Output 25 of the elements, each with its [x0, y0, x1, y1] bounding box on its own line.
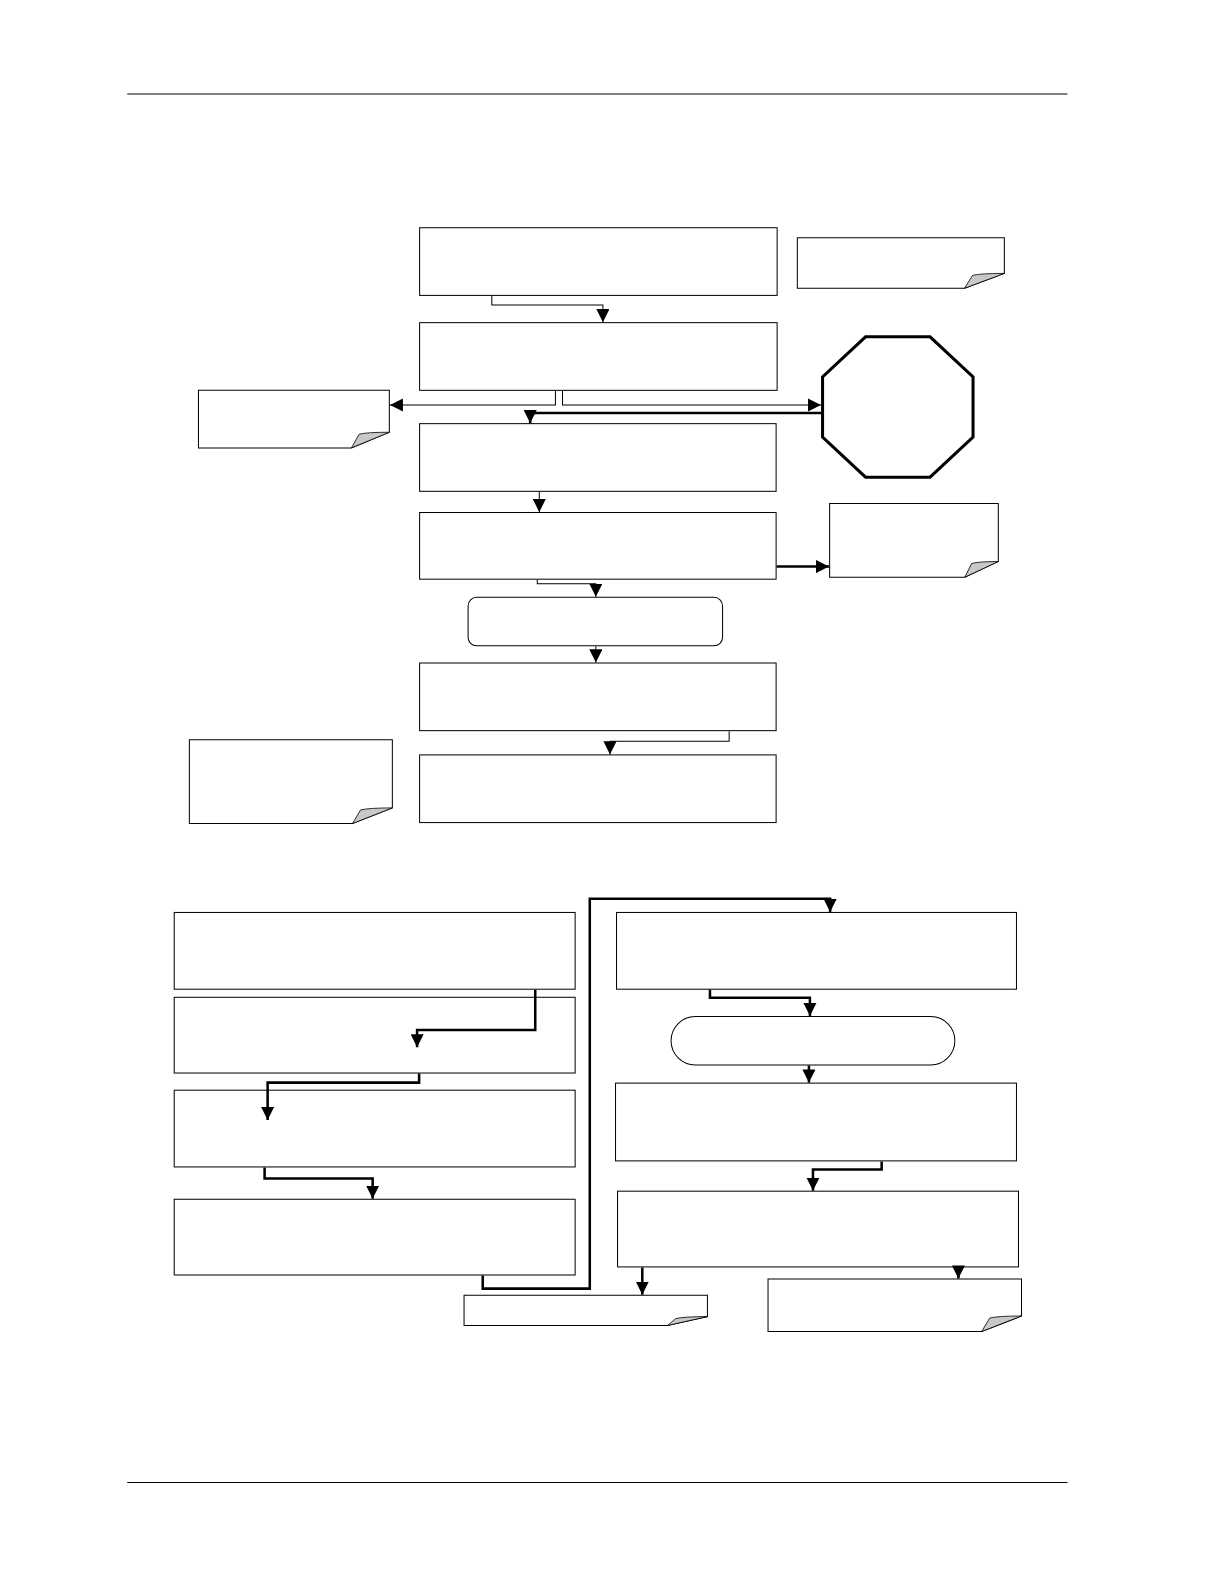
note-box [188, 739, 393, 825]
note-box [829, 502, 999, 578]
arrow [802, 1065, 816, 1083]
arrow [389, 390, 556, 412]
arrow [776, 560, 830, 574]
arrow [532, 491, 546, 513]
note-box [197, 389, 390, 449]
arrow [635, 1267, 649, 1295]
arrow [523, 410, 822, 424]
arrow [951, 1265, 965, 1279]
arrow [410, 989, 537, 1048]
stop-octagon [821, 335, 975, 479]
note-box [767, 1278, 1022, 1333]
arrow [589, 645, 603, 663]
note-box [463, 1294, 708, 1326]
arrow [261, 1073, 421, 1120]
arrow [481, 897, 837, 1290]
arrow [536, 579, 603, 598]
note-box [796, 237, 1005, 289]
arrow [491, 295, 610, 323]
arrow [708, 989, 817, 1016]
arrow [603, 730, 730, 755]
arrow [562, 390, 822, 412]
arrow [806, 1161, 883, 1191]
arrow [263, 1167, 380, 1199]
